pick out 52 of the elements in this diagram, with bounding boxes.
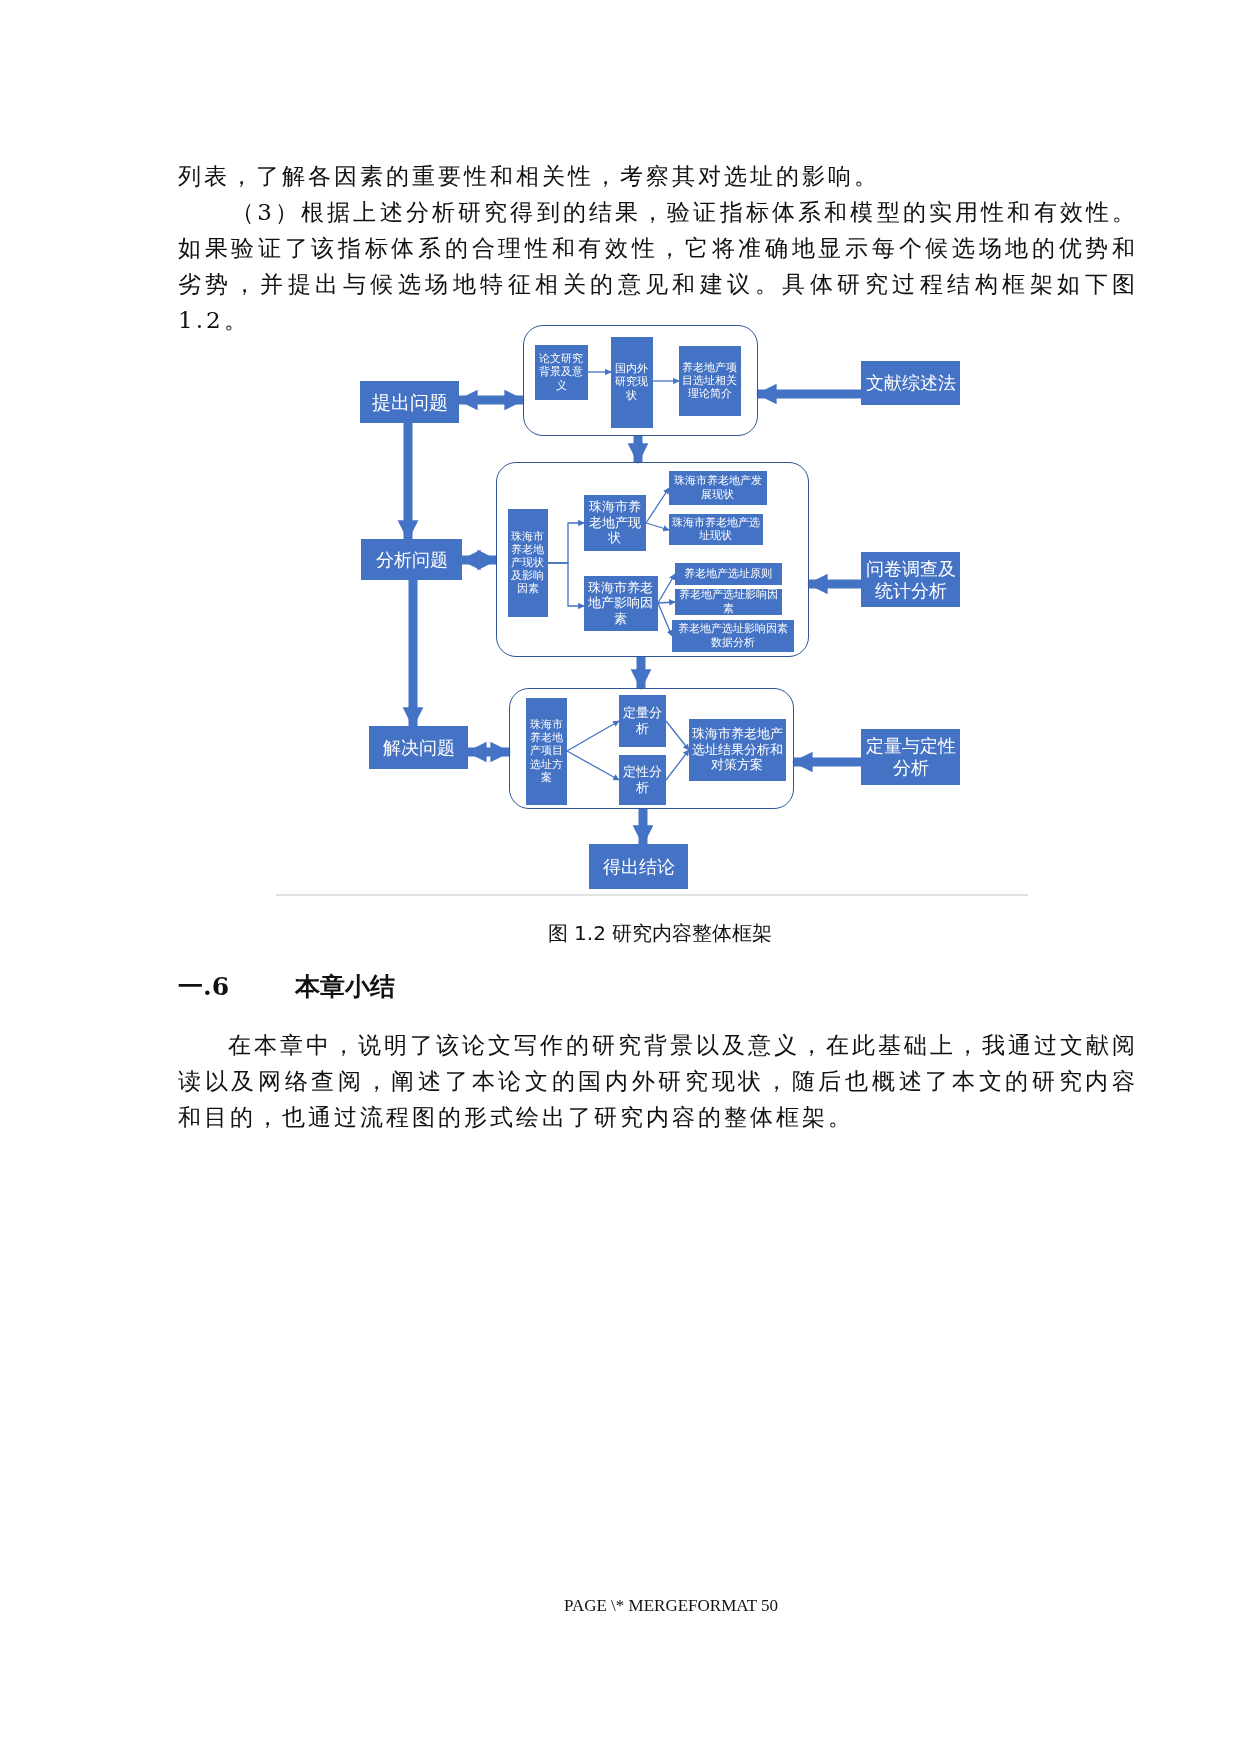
process-box: 珠海市养老地产项目选址方案	[525, 697, 567, 805]
arrow	[630, 657, 652, 691]
process-box: 珠海市养老地产影响因素	[583, 575, 658, 631]
arrow	[645, 487, 670, 524]
arrow	[657, 602, 673, 637]
step-box: 问卷调查及统计分析	[861, 552, 960, 607]
process-box: 养老地产选址影响因素数据分析	[671, 619, 794, 652]
figure-caption: 图 1.2 研究内容整体框架	[546, 920, 774, 947]
process-box: 国内外研究现状	[610, 336, 653, 428]
section-number: 一.6	[178, 971, 230, 1003]
arrow	[645, 522, 670, 532]
arrow	[632, 809, 654, 847]
group-frame	[509, 688, 794, 809]
process-box: 论文研究背景及意义	[534, 344, 588, 400]
arrow	[652, 377, 680, 385]
step-box: 解决问题	[369, 726, 468, 769]
arrow	[566, 720, 620, 752]
arrow	[402, 580, 424, 729]
process-box: 珠海市养老地产发展现状	[668, 470, 767, 505]
process-box: 珠海市养老地产选址现状	[668, 513, 763, 545]
page-footer: PAGE \* MERGEFORMAT 50	[0, 1596, 1240, 1616]
process-box: 定性分析	[618, 754, 666, 805]
step-box: 文献综述法	[861, 361, 960, 405]
paragraph: 列表，了解各因素的重要性和相关性，考察其对选址的影响。	[178, 162, 881, 191]
section-heading: 本章小结	[295, 971, 395, 1003]
arrow	[627, 436, 649, 465]
step-box: 提出问题	[360, 381, 459, 423]
process-box: 养老地产选址原则	[674, 562, 782, 585]
process-box: 珠海市养老地产现状	[583, 494, 646, 551]
step-box: 得出结论	[589, 844, 688, 889]
process-box: 珠海市养老地产选址结果分析和对策方案	[688, 718, 786, 781]
arrow	[806, 573, 861, 595]
process-box: 养老地产项目选址相关理论简介	[678, 345, 741, 416]
paragraph: （3）根据上述分析研究得到的结果，验证指标体系和模型的实用性和有效性。如果验证了该指标体系的合理性和有效性，它将准确地显示每个候选场地的优势和劣势，并提出与候选场地特征相关的意见和建议。具体研究过程结构框架如下图 1.2。	[178, 198, 1138, 335]
step-box: 分析问题	[361, 539, 462, 580]
step-box: 定量与定性分析	[861, 729, 960, 785]
arrow	[657, 599, 676, 606]
arrow	[587, 368, 612, 376]
process-box: 定量分析	[618, 694, 666, 747]
group-frame	[523, 325, 758, 436]
arrow	[665, 720, 690, 751]
arrow	[566, 750, 620, 781]
arrow	[791, 751, 861, 773]
arrow	[657, 573, 676, 604]
group-frame	[496, 462, 809, 657]
arrow	[397, 423, 419, 542]
arrow	[547, 562, 585, 610]
arrow	[665, 749, 690, 781]
arrow	[755, 383, 861, 405]
process-box: 珠海市养老地产现状及影响因素	[507, 508, 548, 617]
paragraph: 在本章中，说明了该论文写作的研究背景以及意义，在此基础上，我通过文献阅读以及网络查阅，阐述了本论文的国内外研究现状，随后也概述了本文的研究内容和目的，也通过流程图的形式绘出了研究内容的整体框架。	[178, 1031, 1138, 1132]
process-box: 养老地产选址影响因素	[674, 588, 782, 615]
